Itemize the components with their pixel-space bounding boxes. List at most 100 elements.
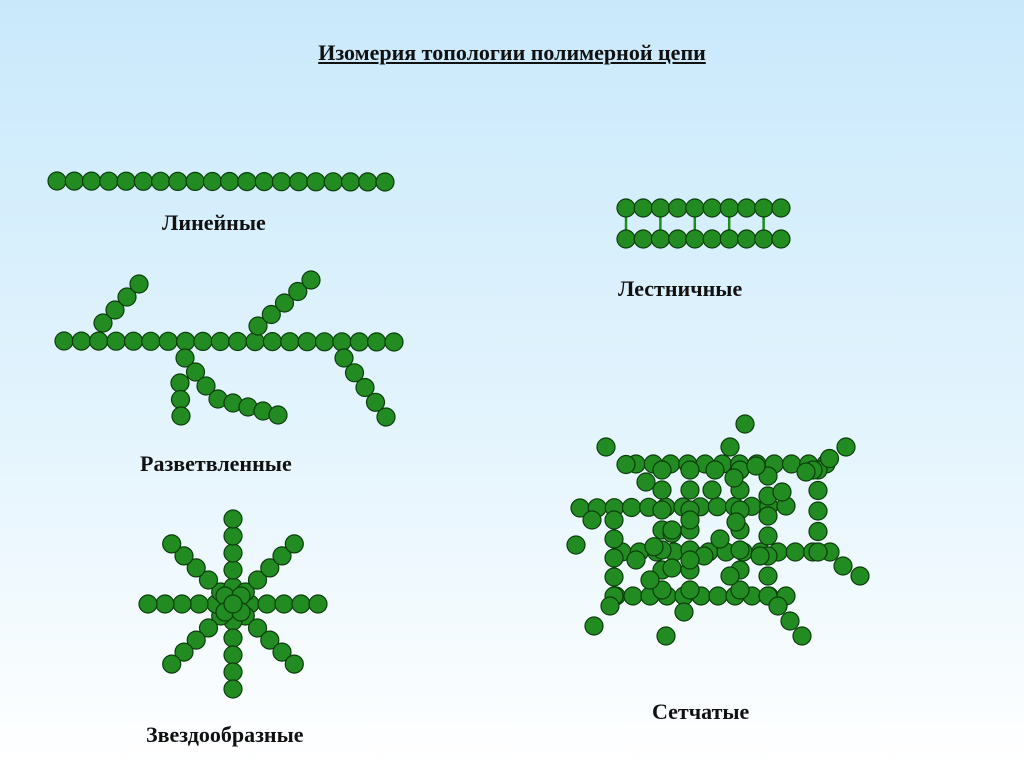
monomer-bead — [771, 229, 791, 249]
monomer-bead — [89, 331, 109, 351]
monomer-bead — [340, 172, 361, 192]
monomer-bead — [808, 542, 828, 562]
monomer-bead — [185, 362, 206, 382]
monomer-bead — [644, 537, 664, 557]
monomer-bead — [261, 304, 281, 325]
monomer-bead — [685, 229, 705, 249]
monomer-bead — [375, 172, 395, 192]
monomer-bead — [170, 373, 190, 393]
monomer-bead — [47, 171, 67, 191]
monomer-bead — [175, 348, 195, 368]
monomer-bead — [308, 594, 328, 614]
monomer-bead — [768, 596, 788, 616]
monomer-bead — [358, 172, 378, 192]
monomer-bead — [730, 540, 750, 560]
monomer-bead — [746, 456, 766, 476]
monomer-bead — [705, 460, 725, 480]
monomer-bead — [247, 618, 268, 638]
monomer-bead — [64, 171, 84, 191]
monomer-bead — [99, 171, 119, 191]
monomer-bead — [54, 331, 74, 351]
monomer-bead — [758, 506, 778, 526]
monomer-bead — [604, 529, 624, 549]
monomer-bead — [719, 198, 739, 218]
monomer-bead — [116, 171, 136, 191]
branched-polymer — [54, 270, 404, 427]
monomer-bead — [819, 448, 840, 469]
monomer-bead — [652, 500, 672, 520]
monomer-bead — [662, 558, 682, 578]
monomer-bead — [792, 626, 812, 646]
monomer-bead — [260, 630, 280, 650]
monomer-bead — [176, 331, 196, 351]
monomer-bead — [158, 331, 178, 351]
monomer-bead — [220, 171, 240, 192]
monomer-bead — [189, 594, 209, 614]
monomer-bead — [702, 480, 722, 500]
monomer-bead — [736, 198, 757, 218]
monomer-bead — [105, 300, 125, 320]
monomer-bead — [254, 172, 274, 192]
monomer-bead — [623, 586, 643, 606]
monomer-bead — [106, 331, 126, 351]
monomer-bead — [836, 437, 856, 457]
monomer-bead — [566, 535, 586, 555]
monomer-bead — [616, 454, 636, 475]
monomer-bead — [272, 546, 292, 566]
monomer-bead — [808, 501, 828, 521]
monomer-bead — [680, 580, 700, 600]
monomer-bead — [719, 229, 739, 249]
monomer-bead — [223, 526, 243, 546]
label-network: Сетчатые — [652, 699, 750, 724]
monomer-bead — [301, 270, 321, 290]
monomer-bead — [71, 331, 92, 351]
label-ladder: Лестничные — [618, 276, 743, 301]
monomer-bead — [272, 642, 292, 662]
ladder-polymer — [616, 198, 791, 249]
monomer-bead — [223, 679, 243, 699]
monomer-bead — [274, 594, 294, 614]
monomer-bead — [223, 509, 243, 529]
monomer-bead — [332, 332, 352, 352]
monomer-bead — [210, 331, 230, 352]
monomer-bead — [323, 172, 343, 192]
monomer-bead — [262, 332, 282, 352]
monomer-bead — [808, 521, 828, 542]
label-star: Звездообразные — [146, 722, 304, 747]
monomer-bead — [223, 560, 243, 580]
linear-polymer — [47, 171, 395, 192]
monomer-bead — [168, 171, 188, 191]
monomer-bead — [633, 229, 653, 249]
monomer-bead — [808, 480, 828, 501]
monomer-bead — [306, 172, 326, 192]
monomer-bead — [707, 497, 727, 517]
monomer-bead — [596, 437, 616, 457]
monomer-bead — [758, 526, 778, 546]
monomer-bead — [652, 460, 672, 480]
monomer-bead — [289, 172, 309, 192]
monomer-bead — [172, 594, 192, 614]
monomer-bead — [616, 229, 636, 249]
monomer-bead — [626, 550, 646, 570]
monomer-bead — [223, 645, 243, 665]
monomer-bead — [772, 482, 792, 502]
monomer-bead — [616, 198, 636, 218]
monomer-bead — [780, 611, 800, 631]
monomer-bead — [636, 472, 656, 492]
monomer-bead — [600, 596, 620, 616]
monomer-bead — [785, 542, 805, 562]
monomer-bead — [754, 198, 774, 218]
monomer-bead — [668, 229, 688, 249]
monomer-bead — [710, 529, 730, 549]
monomer-bead — [724, 468, 744, 488]
monomer-bead — [237, 172, 257, 192]
monomer-bead — [702, 198, 722, 218]
monomer-bead — [726, 512, 746, 532]
monomer-bead — [582, 510, 602, 530]
star-polymer — [138, 509, 328, 699]
monomer-bead — [274, 293, 295, 313]
monomer-bead — [685, 198, 705, 218]
monomer-bead — [604, 567, 624, 587]
label-linear: Линейные — [162, 210, 266, 235]
